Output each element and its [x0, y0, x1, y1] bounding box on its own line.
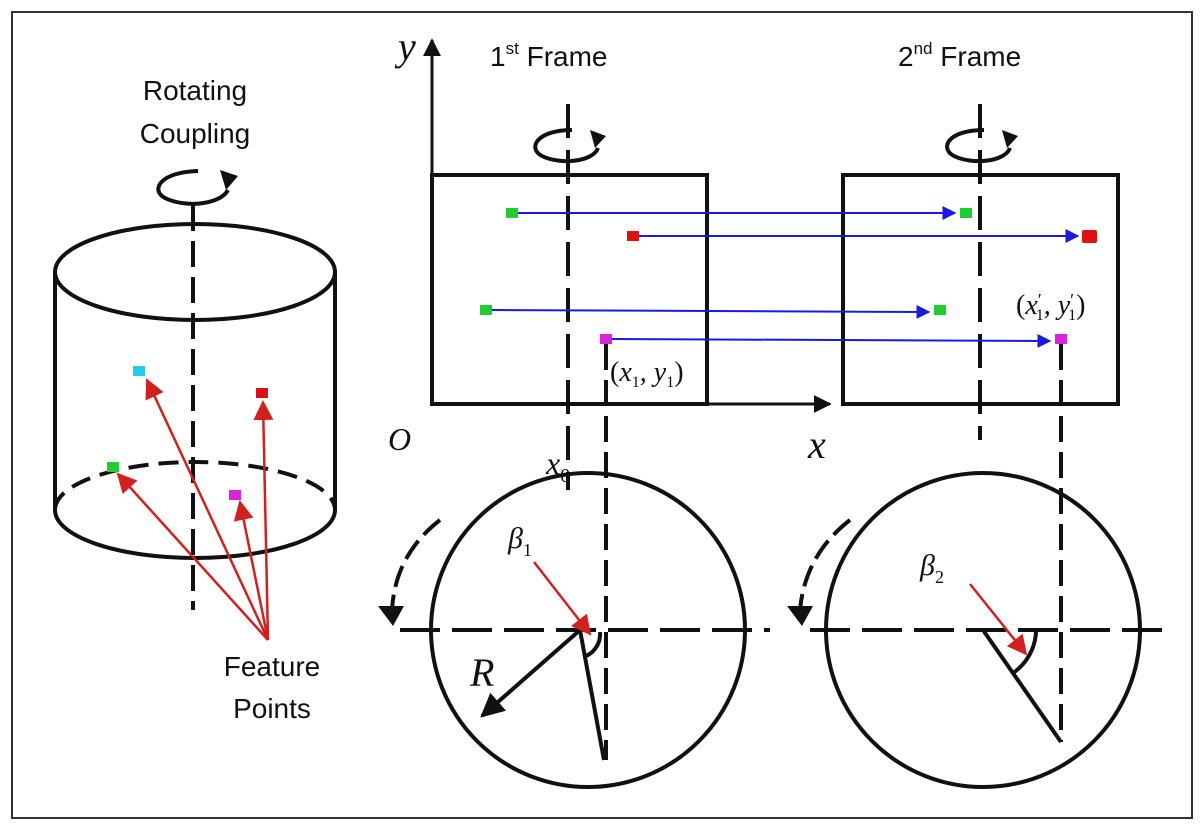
second-frame-sup: nd: [914, 39, 933, 58]
feature-point-cyan: [133, 366, 145, 376]
beta2-label: β2: [919, 549, 944, 587]
p1-sub2: 1: [666, 374, 674, 391]
circle2-rotation-arrowhead: [787, 606, 813, 626]
points-label: Points: [233, 693, 311, 724]
second-frame-rotation-arrowhead: [1002, 130, 1018, 148]
p2-close: ): [1076, 290, 1085, 321]
second-frame-num: 2: [898, 41, 914, 72]
circle2-group: β2: [787, 471, 1165, 789]
p2-prime: ′: [1038, 290, 1042, 310]
feature-arrow-1: [116, 472, 269, 641]
figure-border: [11, 11, 1193, 819]
coupling-label: Coupling: [140, 118, 251, 149]
circle1-rotation-arrowhead: [378, 606, 404, 626]
frame2-point-red: [1082, 230, 1097, 243]
correspondence-arrows: [491, 206, 1080, 348]
rotating-label: Rotating: [143, 75, 247, 106]
circle1-rotated-line: [578, 629, 606, 761]
second-frame-title: 2nd Frame: [898, 39, 1021, 72]
frame2-point-green-top: [960, 208, 972, 218]
y-axis-label: y: [394, 24, 416, 69]
frame1-point-green-bottom: [480, 305, 492, 315]
x-axis-label: x: [807, 422, 826, 467]
p2-prime2: ′: [1070, 290, 1074, 310]
beta2-sub: 2: [935, 567, 944, 587]
first-frame-word: Frame: [519, 41, 608, 72]
frame2-point-magenta: [1055, 334, 1067, 344]
circle2-rotation-arc-icon: [798, 518, 852, 611]
frame1-point-red: [627, 231, 639, 241]
beta1-base: β: [507, 522, 523, 555]
beta1-label: β1: [507, 522, 532, 560]
beta2-base: β: [919, 549, 935, 582]
p2-sub1: 1: [1036, 307, 1044, 324]
second-frame-word: Frame: [933, 41, 1022, 72]
feature-point-red: [256, 388, 268, 398]
circle1-angle-arc: [585, 631, 603, 658]
x0-base: x: [545, 445, 560, 481]
axes-group: y x O x0: [388, 24, 832, 487]
point-x1-y1-label: (x1, y1): [610, 357, 684, 391]
p1-x: x: [618, 357, 632, 388]
circle1-group: R β1: [378, 471, 770, 789]
first-frame-sup: st: [506, 39, 520, 58]
beta1-sub: 1: [523, 540, 532, 560]
first-frame-group: 1st Frame (x1, y1): [430, 39, 709, 760]
first-frame-num: 1: [490, 41, 506, 72]
beta1-pointer-arrow: [533, 561, 592, 636]
feature-arrow-4: [253, 400, 274, 641]
cylinder-group: Rotating Coupling Feature Points: [53, 75, 337, 724]
p1-comma: , y: [640, 357, 667, 388]
correspondence-arrow-4: [611, 333, 1052, 348]
cylinder-rotation-icon: [156, 169, 230, 206]
circle1-rotation-arc-icon: [390, 518, 442, 611]
second-frame-rotation-icon: [945, 128, 1012, 164]
p1-sub1: 1: [632, 374, 640, 391]
p2-sub2: 1: [1068, 307, 1076, 324]
frame1-point-green-top: [506, 208, 518, 218]
origin-label: O: [388, 421, 411, 457]
first-frame-rotation-icon: [533, 128, 600, 164]
beta2-pointer-arrow: [969, 583, 1028, 656]
p1-open: (: [610, 357, 619, 388]
frame1-point-magenta: [600, 334, 612, 344]
circle1-radius-arrow: [480, 628, 582, 718]
radius-label: R: [469, 650, 494, 695]
circle2-angle-arc: [1011, 631, 1038, 675]
first-frame-title: 1st Frame: [490, 39, 608, 72]
correspondence-arrow-3: [491, 304, 931, 319]
cylinder-rotation-arrowhead: [220, 170, 238, 190]
cylinder-top-ellipse: [53, 222, 337, 322]
p2-x: x: [1024, 290, 1038, 321]
p2-comma: , y: [1044, 290, 1071, 321]
feature-arrow-2: [145, 378, 270, 641]
second-frame-group: 2nd Frame (x′1, y′1): [841, 39, 1120, 742]
feature-label: Feature: [224, 651, 321, 682]
feature-arrow-3: [233, 500, 270, 641]
p1-close: ): [674, 357, 683, 388]
feature-point-green: [107, 462, 119, 472]
circle2-rotated-line: [981, 628, 1063, 744]
first-frame-rotation-arrowhead: [590, 130, 606, 148]
feature-point-magenta: [229, 490, 241, 500]
frame2-point-green-bottom: [934, 305, 946, 315]
p2-open: (: [1016, 290, 1025, 321]
point-x1p-y1p-label: (x′1, y′1): [1016, 290, 1085, 324]
